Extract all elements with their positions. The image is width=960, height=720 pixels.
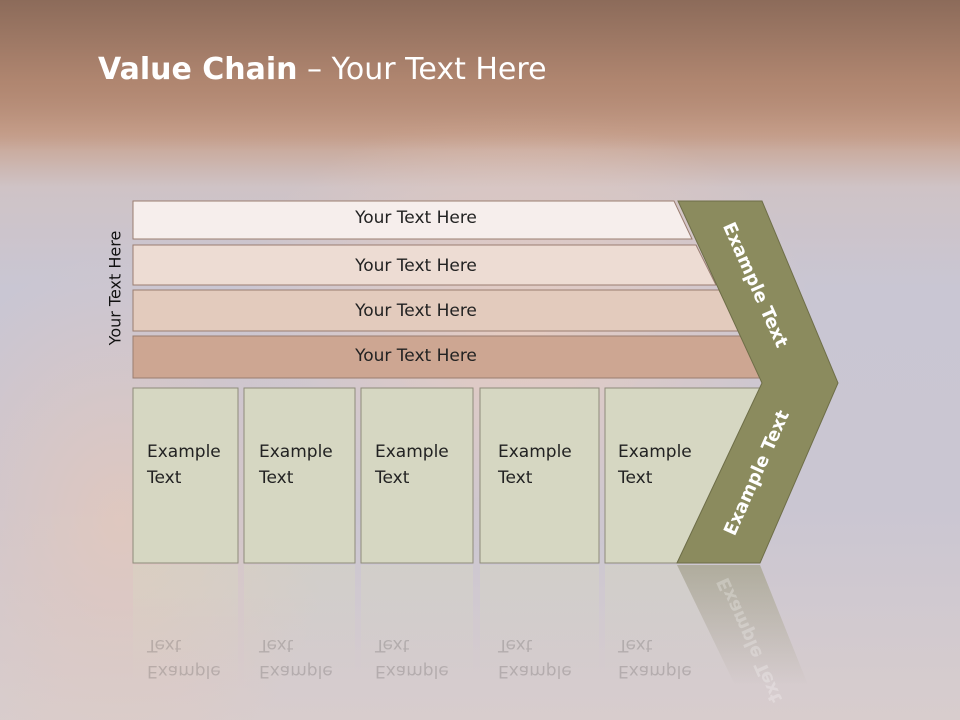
activity-text-3: Example Text	[375, 439, 449, 491]
activity-line2: Text	[618, 468, 653, 488]
reflection-box-5	[605, 565, 735, 685]
reflection-box-4	[480, 565, 599, 685]
activity-line1: Example	[618, 661, 692, 681]
activity-line2: Text	[147, 635, 182, 655]
reflection-box-3	[361, 565, 473, 685]
activity-line2: Text	[147, 468, 182, 488]
activity-box-4	[479, 387, 600, 564]
activity-line2: Text	[259, 468, 294, 488]
activity-reflection-text-3: Example Text	[375, 632, 449, 684]
title-band	[0, 0, 960, 150]
activity-line1: Example	[498, 442, 572, 462]
activity-text-4: Example Text	[498, 439, 572, 491]
activity-reflection-text-5: Example Text	[618, 632, 692, 684]
activity-line2: Text	[618, 635, 653, 655]
reflection-box-2	[244, 565, 355, 685]
activity-line1: Example	[147, 442, 221, 462]
row-bar-2	[132, 244, 717, 286]
activity-reflection-text-1: Example Text	[147, 632, 221, 684]
activity-line1: Example	[498, 661, 572, 681]
activity-line2: Text	[498, 468, 533, 488]
activity-line2: Text	[375, 635, 410, 655]
title-bold: Value Chain	[98, 52, 298, 87]
activity-line1: Example	[259, 661, 333, 681]
activity-reflection-text-2: Example Text	[259, 632, 333, 684]
activity-line1: Example	[259, 442, 333, 462]
activity-box-2	[243, 387, 356, 564]
reflection-chevron	[677, 565, 808, 685]
activity-line1: Example	[618, 442, 692, 462]
row-label-4: Your Text Here	[355, 346, 477, 366]
activity-text-1: Example Text	[147, 439, 221, 491]
activity-box-3	[360, 387, 474, 564]
activity-line2: Text	[259, 635, 294, 655]
activity-text-5: Example Text	[618, 439, 692, 491]
margin-chevron	[676, 200, 839, 564]
slide-title: Value Chain – Your Text Here	[98, 52, 547, 87]
row-bar-1	[132, 200, 693, 240]
row-label-1: Your Text Here	[355, 208, 477, 228]
row-label-3: Your Text Here	[355, 301, 477, 321]
activity-text-2: Example Text	[259, 439, 333, 491]
title-rest: – Your Text Here	[297, 52, 547, 87]
activity-line1: Example	[375, 661, 449, 681]
activity-line2: Text	[375, 468, 410, 488]
activity-box-1	[132, 387, 239, 564]
row-label-2: Your Text Here	[355, 256, 477, 276]
activity-line1: Example	[375, 442, 449, 462]
activity-reflection-text-4: Example Text	[498, 632, 572, 684]
activity-line2: Text	[498, 635, 533, 655]
activity-line1: Example	[147, 661, 221, 681]
reflection-box-1	[133, 565, 238, 685]
